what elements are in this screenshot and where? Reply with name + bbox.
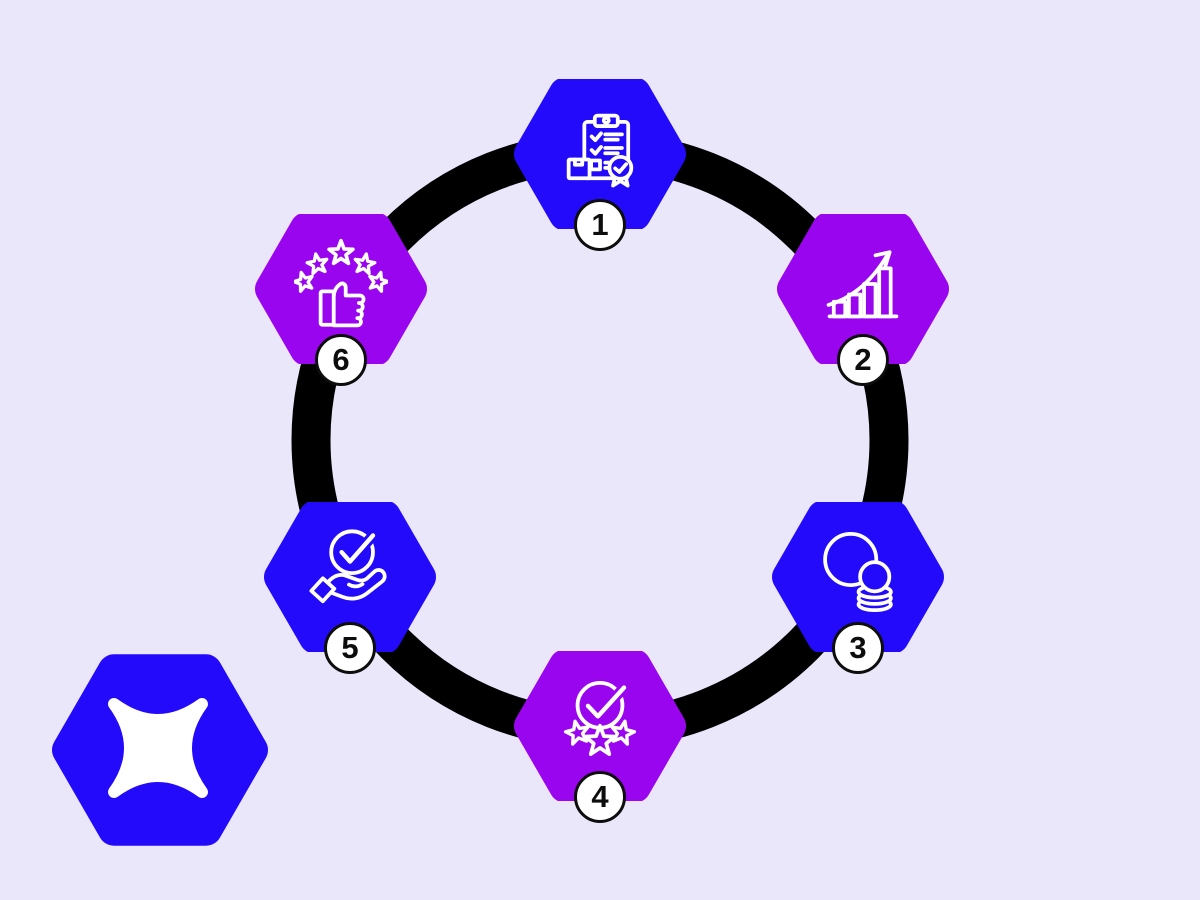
- step-number-badge: 1: [574, 199, 626, 251]
- step-number: 2: [854, 342, 872, 377]
- step-number-badge: 6: [315, 334, 367, 386]
- step-number: 5: [341, 630, 359, 665]
- hexagon-shape: [255, 214, 427, 364]
- step-number-badge: 2: [837, 334, 889, 386]
- four-point-star-icon: [108, 698, 208, 798]
- clipboard-checklist-certificate-icon: [566, 113, 634, 188]
- step-number: 6: [332, 342, 350, 377]
- hexagon-shape: [772, 502, 944, 652]
- step-number-badge: 4: [574, 771, 626, 823]
- step-number: 4: [591, 779, 609, 814]
- step-number-badge: 3: [832, 622, 884, 674]
- stars-checkmark-icon: [562, 681, 638, 756]
- hexagon-shape: [514, 79, 686, 229]
- step-number: 3: [849, 630, 867, 665]
- step-hexagon-6: 6: [255, 214, 427, 386]
- step-hexagon-3: 3: [772, 502, 944, 674]
- hand-checkmark-icon: [309, 529, 387, 604]
- thumbs-up-stars-icon: [294, 238, 388, 328]
- step-number-badge: 5: [324, 622, 376, 674]
- coins-icon: [823, 532, 893, 613]
- growth-bar-chart-icon: [826, 250, 899, 319]
- step-hexagon-5: 5: [264, 502, 436, 674]
- brand-logo-hexagon: [52, 654, 268, 846]
- step-number: 1: [591, 207, 609, 242]
- step-hexagon-1: 1: [514, 79, 686, 251]
- step-hexagon-2: 2: [777, 214, 949, 386]
- step-hexagon-4: 4: [514, 651, 686, 823]
